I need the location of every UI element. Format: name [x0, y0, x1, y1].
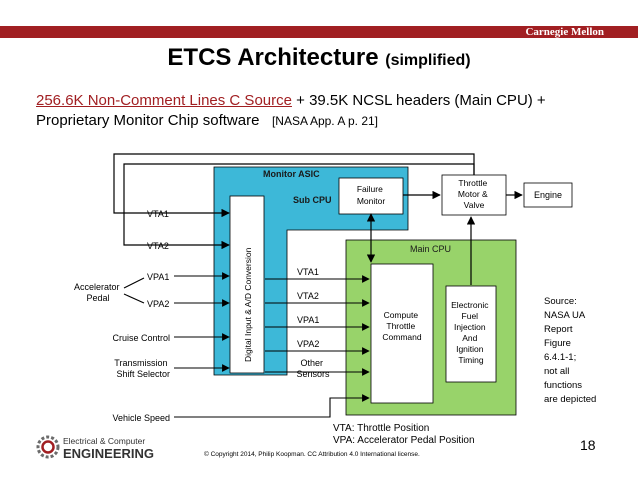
failure-monitor-label: Failure Monitor [357, 184, 386, 206]
internal-vpa2: VPA2 [297, 339, 319, 349]
summary-line-2-text: Proprietary Monitor Chip software [36, 112, 260, 129]
slide-title-note: (simplified) [385, 52, 471, 69]
header-stripe [0, 26, 638, 38]
vehicle-speed-label: Vehicle Speed [112, 413, 170, 423]
sub-cpu-label: Sub CPU [293, 195, 332, 205]
legend-vta: VTA: Throttle Position [333, 423, 429, 434]
source-note: Source: NASA UA Report Figure 6.4.1-1; n… [544, 296, 596, 405]
internal-arrows [265, 275, 370, 376]
internal-vta2: VTA2 [297, 291, 319, 301]
summary-line-1-rest: + 39.5K NCSL headers (Main CPU) + [291, 92, 546, 109]
logo-text-bottom: ENGINEERING [63, 446, 154, 461]
gear-icon [36, 435, 60, 459]
input-vta2: VTA2 [147, 241, 169, 251]
cruise-control-label: Cruise Control [112, 333, 170, 343]
transmission-label: Transmission Shift Selector [114, 358, 170, 379]
input-vpa2: VPA2 [147, 299, 169, 309]
slide-title-main: ETCS Architecture [167, 44, 379, 71]
logo-text-top: Electrical & Computer [63, 436, 145, 446]
throttle-motor-label: Throttle Motor & Valve [458, 178, 490, 210]
efi-label: Electronic Fuel Injection And Ignition T… [451, 300, 491, 365]
input-arrows [123, 272, 370, 418]
feedback-lines [113, 153, 523, 285]
source-lines-link[interactable]: 256.6K Non-Comment Lines C Source [36, 92, 292, 109]
adc-label: Digital Input & A/D Conversion [243, 247, 253, 362]
header-bar: Carnegie Mellon [0, 0, 638, 38]
copyright-notice: © Copyright 2014, Philip Koopman. CC Att… [204, 451, 420, 458]
page-number: 18 [580, 437, 596, 453]
input-vta1: VTA1 [147, 209, 169, 219]
efi-box [445, 285, 497, 383]
reference-note: [NASA App. A p. 21] [271, 114, 379, 128]
legend-vpa: VPA: Accelerator Pedal Position [333, 435, 475, 446]
engine-box [523, 182, 573, 208]
monitor-asic-label: Monitor ASIC [263, 169, 320, 179]
accelerator-pedal-label: Accelerator Pedal [74, 282, 122, 303]
adc-box [229, 195, 265, 374]
summary-line-1: 256.6K Non-Comment Lines C Source + 39.5… [36, 92, 546, 109]
compute-throttle-box [370, 263, 434, 404]
compute-throttle-label: Compute Throttle Command [382, 310, 421, 342]
slide-title: ETCS Architecture (simplified) [0, 44, 638, 72]
engine-label: Engine [534, 190, 562, 200]
main-cpu-label: Main CPU [410, 244, 451, 254]
university-brand: Carnegie Mellon [525, 26, 604, 38]
throttle-motor-box [441, 174, 507, 216]
failure-monitor-box [338, 177, 404, 215]
other-sensors-label: Other Sensors [296, 358, 330, 379]
summary-line-2: Proprietary Monitor Chip software [NASA … [36, 112, 378, 129]
internal-vta1: VTA1 [297, 267, 319, 277]
input-vpa1: VPA1 [147, 272, 169, 282]
internal-vpa1: VPA1 [297, 315, 319, 325]
ece-logo: Electrical & Computer ENGINEERING [36, 435, 154, 461]
